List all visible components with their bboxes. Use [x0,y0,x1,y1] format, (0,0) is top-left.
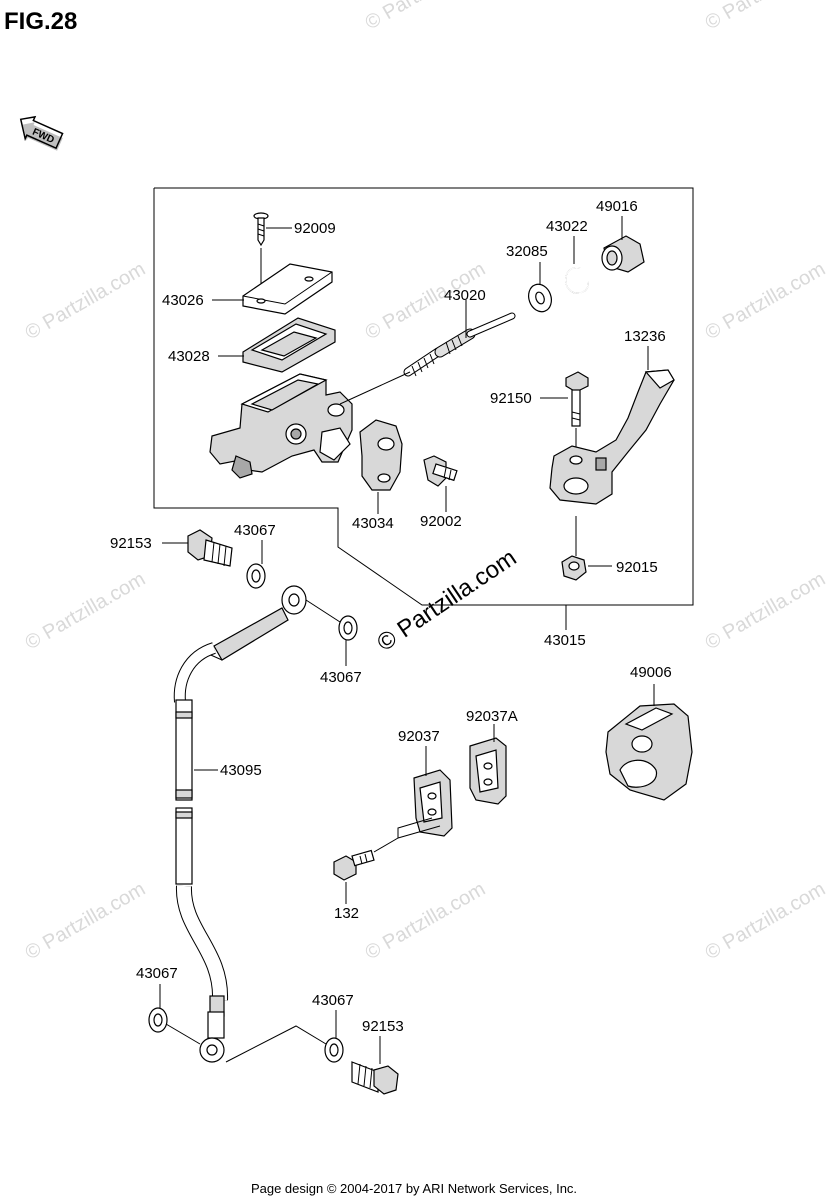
watermark-main: © Partzilla.com [372,544,521,657]
piston-kit-43020 [403,312,516,377]
reservoir-cap-43026 [242,263,333,315]
part-label[interactable]: 43034 [352,515,394,532]
part-label[interactable]: 92015 [616,559,658,576]
watermark: © Partzilla.com [702,878,829,964]
fwd-arrow-icon: FWD [19,115,64,151]
part-label[interactable]: 13236 [624,328,666,345]
part-label[interactable]: 43022 [546,218,588,235]
part-label[interactable]: 49016 [596,198,638,215]
part-label[interactable]: 43015 [544,632,586,649]
part-label[interactable]: 92150 [490,390,532,407]
watermark: © Partzilla.com [22,568,150,654]
assembly-frame [153,187,694,606]
banjo-bolt-92153-lower [351,1061,399,1095]
part-label[interactable]: 92009 [294,220,336,237]
brake-hose-43095 [173,585,307,1063]
diaphragm-43028 [242,317,336,373]
lever-13236 [549,369,675,505]
part-label[interactable]: 43067 [234,522,276,539]
watermark: © Partzilla.com [362,0,490,34]
part-label[interactable]: 92002 [420,513,462,530]
part-label[interactable]: 43067 [312,992,354,1009]
part-label[interactable]: 43067 [136,965,178,982]
boot-49016 [601,235,645,273]
part-label[interactable]: 92037A [466,708,518,725]
watermark: © Partzilla.com [702,0,829,34]
part-label[interactable]: 92153 [362,1018,404,1035]
banjo-bolt-92153-upper [187,529,233,567]
part-label[interactable]: 43026 [162,292,204,309]
watermark: © Partzilla.com [702,258,829,344]
part-label[interactable]: 92037 [398,728,440,745]
watermark: © Partzilla.com [362,878,490,964]
part-label[interactable]: 43020 [444,287,486,304]
watermark: © Partzilla.com [702,568,829,654]
part-label[interactable]: 49006 [630,664,672,681]
part-label[interactable]: 43095 [220,762,262,779]
master-cylinder-body [209,373,353,479]
screw-92009 [253,212,269,247]
part-label[interactable]: 32085 [506,243,548,260]
part-label[interactable]: 43067 [320,669,362,686]
clamp-43034 [359,419,403,491]
pivot-bolt-92150 [565,371,589,427]
footer-credit: Page design © 2004-2017 by ARI Network S… [251,1181,577,1196]
bracket-92037A [469,737,507,805]
bracket-92037 [413,769,453,837]
watermark: © Partzilla.com [22,258,150,344]
bolt-92002 [423,455,458,487]
bolt-132 [333,849,375,881]
part-label[interactable]: 92153 [110,535,152,552]
figure-title: FIG.28 [4,8,77,35]
watermark: © Partzilla.com [22,878,150,964]
switch-housing-49006 [605,703,693,801]
part-label[interactable]: 43028 [168,348,210,365]
nut-92015 [561,555,587,581]
part-label[interactable]: 132 [334,905,359,922]
part-labels: 92009 43026 43028 43020 32085 43022 4901… [110,198,672,1035]
